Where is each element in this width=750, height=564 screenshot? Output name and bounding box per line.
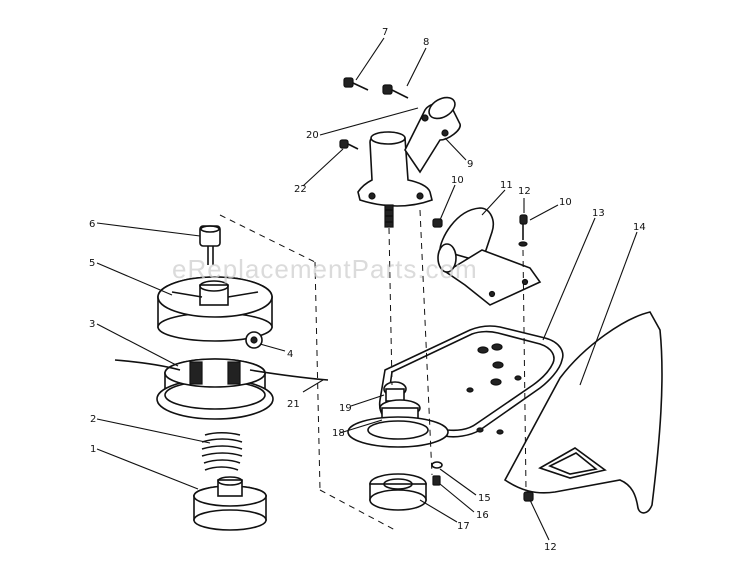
assembly-guides xyxy=(219,209,527,531)
mounting-plate xyxy=(378,325,564,438)
deflector-shield xyxy=(503,311,663,514)
screw-22 xyxy=(339,139,359,150)
callout-20: 20 xyxy=(306,130,319,141)
callout-3: 3 xyxy=(89,319,95,330)
callout-19: 19 xyxy=(339,403,352,414)
small-hardware xyxy=(431,461,534,502)
watermark: eReplacementParts.com xyxy=(172,254,478,284)
callout-21: 21 xyxy=(287,399,300,410)
callout-15: 15 xyxy=(478,493,491,504)
callout-8: 8 xyxy=(423,37,429,48)
screw-7 xyxy=(343,77,369,91)
callout-12b: 12 xyxy=(544,542,557,553)
trimmer-head-assembly xyxy=(114,225,329,531)
callout-10b: 10 xyxy=(559,197,572,208)
callout-11: 11 xyxy=(500,180,513,191)
mounting-bracket xyxy=(432,207,542,306)
screw-8 xyxy=(382,84,409,99)
callout-10a: 10 xyxy=(451,175,464,186)
callout-16: 16 xyxy=(476,510,489,521)
callout-22: 22 xyxy=(294,184,307,195)
callout-4: 4 xyxy=(287,349,293,360)
callout-7: 7 xyxy=(382,27,388,38)
callout-6: 6 xyxy=(89,219,95,230)
callout-18: 18 xyxy=(332,428,345,439)
screw-parts xyxy=(339,77,409,150)
callout-17: 17 xyxy=(457,521,470,532)
callout-14: 14 xyxy=(633,222,646,233)
pulley-assembly xyxy=(347,381,449,511)
leader-lines xyxy=(96,37,638,541)
callout-1: 1 xyxy=(90,444,96,455)
callout-2: 2 xyxy=(90,414,96,425)
callout-12a: 12 xyxy=(518,186,531,197)
callout-13: 13 xyxy=(592,208,605,219)
callout-5: 5 xyxy=(89,258,95,269)
callout-9: 9 xyxy=(467,159,473,170)
gearbox-housing xyxy=(357,96,461,228)
callout-numbers: 1 2 3 4 5 6 7 8 9 10 10 11 12 12 13 14 1… xyxy=(89,27,646,553)
